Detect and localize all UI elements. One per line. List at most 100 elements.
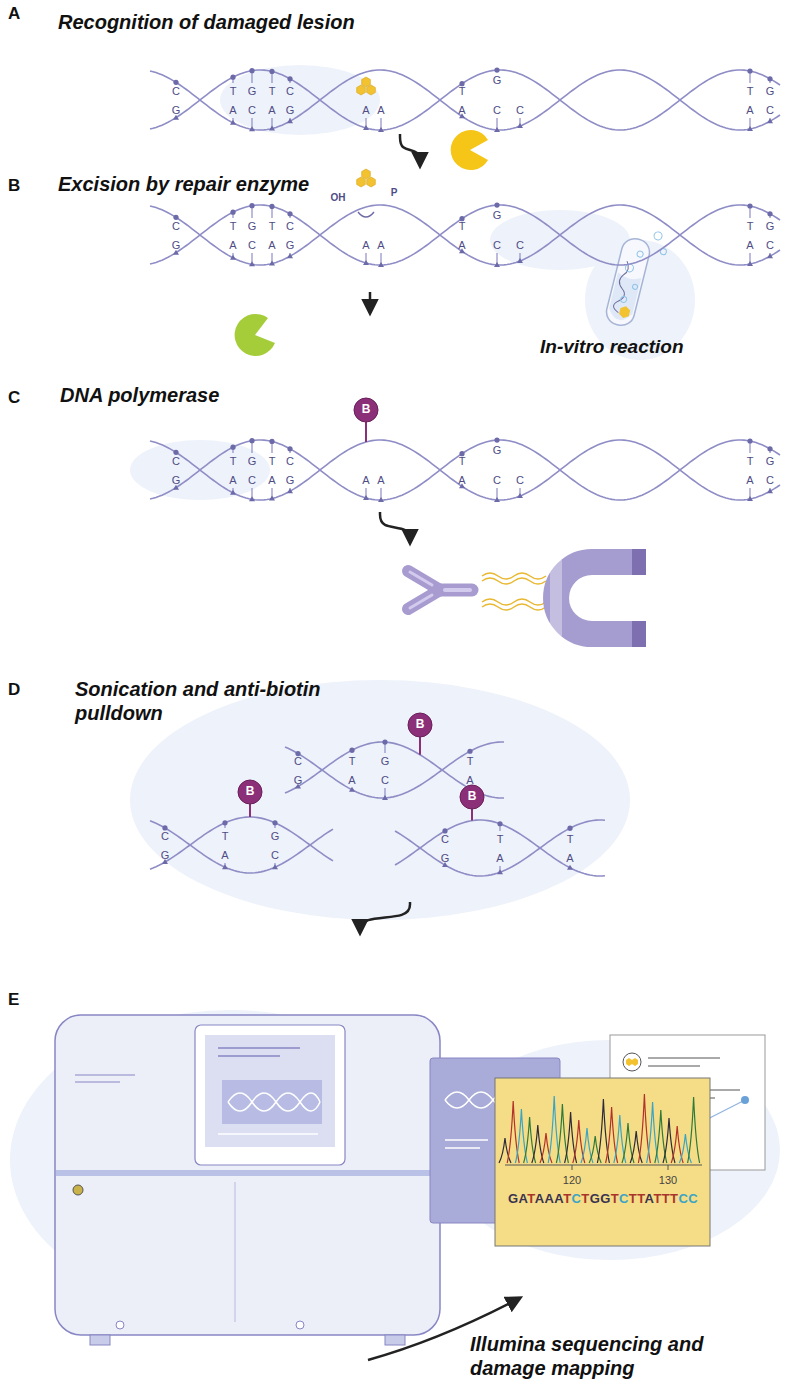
magnetic-waves — [482, 578, 546, 584]
sequencer — [228, 1093, 320, 1111]
dna-helix — [517, 123, 523, 128]
sequencer — [195, 1025, 345, 1165]
panel-letter: C — [8, 388, 20, 408]
repair-enzyme — [451, 130, 488, 170]
base-letter: A — [348, 774, 355, 786]
base-letter: A — [458, 474, 465, 486]
dna-helix — [150, 437, 780, 501]
base-letter: A — [221, 849, 228, 861]
biotin-tag — [354, 398, 378, 422]
panel-region: E Illumina sequencing and damage mapping — [5, 935, 780, 1386]
dna-helix — [150, 817, 333, 869]
panel-title: Sonication and anti-biotin pulldown — [75, 677, 375, 725]
base-letter: T — [747, 220, 754, 232]
magnet — [632, 549, 646, 575]
base-letter: G — [271, 830, 280, 842]
dna-helix — [162, 859, 168, 864]
dna-helices — [150, 67, 780, 875]
base-letter: G — [248, 220, 257, 232]
dna-helix — [230, 75, 235, 80]
base-letter: A — [466, 774, 473, 786]
panel-region: BExcision by repair enzyme — [5, 168, 780, 290]
result-cards — [495, 1078, 710, 1246]
dna-helix — [497, 821, 502, 826]
dna-helix — [349, 787, 355, 792]
dna-helix — [767, 76, 772, 81]
dna-helix — [459, 451, 464, 456]
biotin-tag — [408, 713, 432, 737]
base-letter: C — [161, 830, 169, 842]
dna-helix — [747, 438, 752, 443]
dna-helix — [173, 450, 178, 455]
sequencer — [385, 1335, 405, 1345]
base-letter: C — [516, 474, 524, 486]
dna-helix — [173, 115, 179, 120]
base-letter: G — [286, 104, 295, 116]
dna-helix — [150, 70, 780, 130]
base-letter: A — [362, 474, 369, 486]
base-letter: C — [248, 104, 256, 116]
base-letter: A — [566, 852, 573, 864]
base-letter: G — [493, 209, 502, 221]
dna-helix — [150, 821, 333, 873]
test-tube — [604, 236, 652, 328]
test-tube — [618, 305, 631, 319]
dna-helix — [287, 76, 292, 81]
dna-helix — [287, 446, 292, 451]
flow-arrow — [380, 512, 410, 543]
note-label: In-vitro reaction — [540, 337, 684, 358]
base-letter: C — [516, 239, 524, 251]
base-letter: A — [362, 239, 369, 251]
dna-helix — [150, 817, 333, 873]
base-letter: A — [229, 239, 236, 251]
dna-helix — [459, 248, 465, 253]
base-letter: T — [269, 85, 276, 97]
dna-helix — [287, 211, 292, 216]
dna-helix — [269, 69, 274, 74]
result-cards — [505, 1165, 702, 1166]
result-cards — [741, 1096, 749, 1104]
sequence-read: GATAAATCTGGTCTTATTTCC — [508, 1192, 698, 1206]
result-cards — [626, 1058, 632, 1066]
axis-number: 120 — [563, 1174, 581, 1186]
panel-title: Illumina sequencing and damage mapping — [470, 1332, 732, 1380]
base-letter: A — [746, 474, 753, 486]
dna-helix — [395, 820, 605, 876]
dna-lesion — [367, 85, 376, 95]
panel-letter: E — [8, 990, 19, 1010]
base-letter: A — [746, 104, 753, 116]
sequencer — [75, 1074, 135, 1075]
base-letter: C — [381, 774, 389, 786]
base-letter: G — [766, 455, 775, 467]
test-tube — [636, 250, 643, 257]
antibody — [408, 571, 472, 609]
axis-number: 130 — [659, 1174, 677, 1186]
base-letter: T — [467, 755, 474, 767]
sequencer — [55, 1015, 440, 1335]
panel-letter: B — [8, 176, 20, 196]
chromatogram-peaks — [688, 1097, 700, 1163]
flow-arrow — [369, 292, 372, 313]
base-letter: A — [496, 852, 503, 864]
base-letter: A — [229, 474, 236, 486]
sequencer — [90, 1335, 110, 1345]
dna-helix — [173, 250, 179, 255]
sequencer — [116, 1321, 124, 1329]
test-tube — [607, 272, 641, 322]
flow-arrow — [400, 134, 420, 166]
dna-helix — [269, 126, 275, 131]
sequencer — [222, 1080, 322, 1124]
sequencer — [234, 1182, 236, 1322]
dna-helix — [230, 445, 235, 450]
dna-helix — [249, 68, 254, 73]
base-letter: T — [230, 455, 237, 467]
biotin-linker — [471, 809, 473, 821]
dna-helix — [269, 439, 274, 444]
sequencer — [296, 1321, 304, 1329]
base-letter: C — [286, 455, 294, 467]
base-letter: C — [493, 104, 501, 116]
base-letter: A — [229, 104, 236, 116]
dna-helix — [459, 483, 465, 488]
base-letter: C — [493, 239, 501, 251]
